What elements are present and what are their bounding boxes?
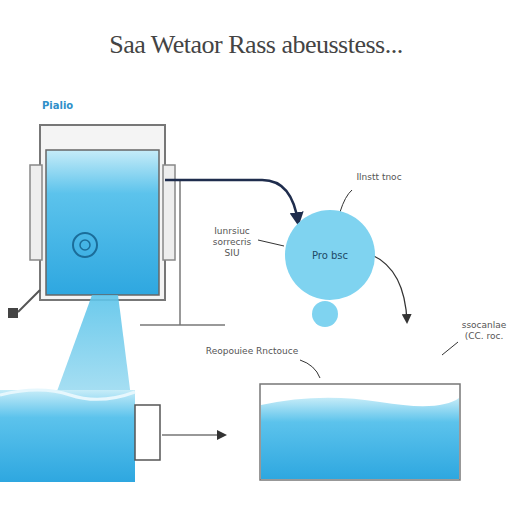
node-text: Pro bsc	[312, 250, 348, 261]
tank-heading: Pialio	[42, 100, 165, 111]
water-tank: Pialio	[40, 100, 165, 300]
callout-label: Reopouiee Rnctouce	[204, 346, 300, 357]
callout-label: ssocanlae (CC. roc.	[460, 320, 508, 342]
callout-label: Ilnstt tnoc	[354, 172, 404, 183]
flow-arrow	[165, 180, 298, 223]
process-circle: Pro bsc	[285, 210, 375, 300]
callout-label: Iunrsiuc sorrecris SIU	[206, 226, 258, 259]
diagram-title: Saa Wetaor Rass abeusstess...	[0, 30, 512, 60]
